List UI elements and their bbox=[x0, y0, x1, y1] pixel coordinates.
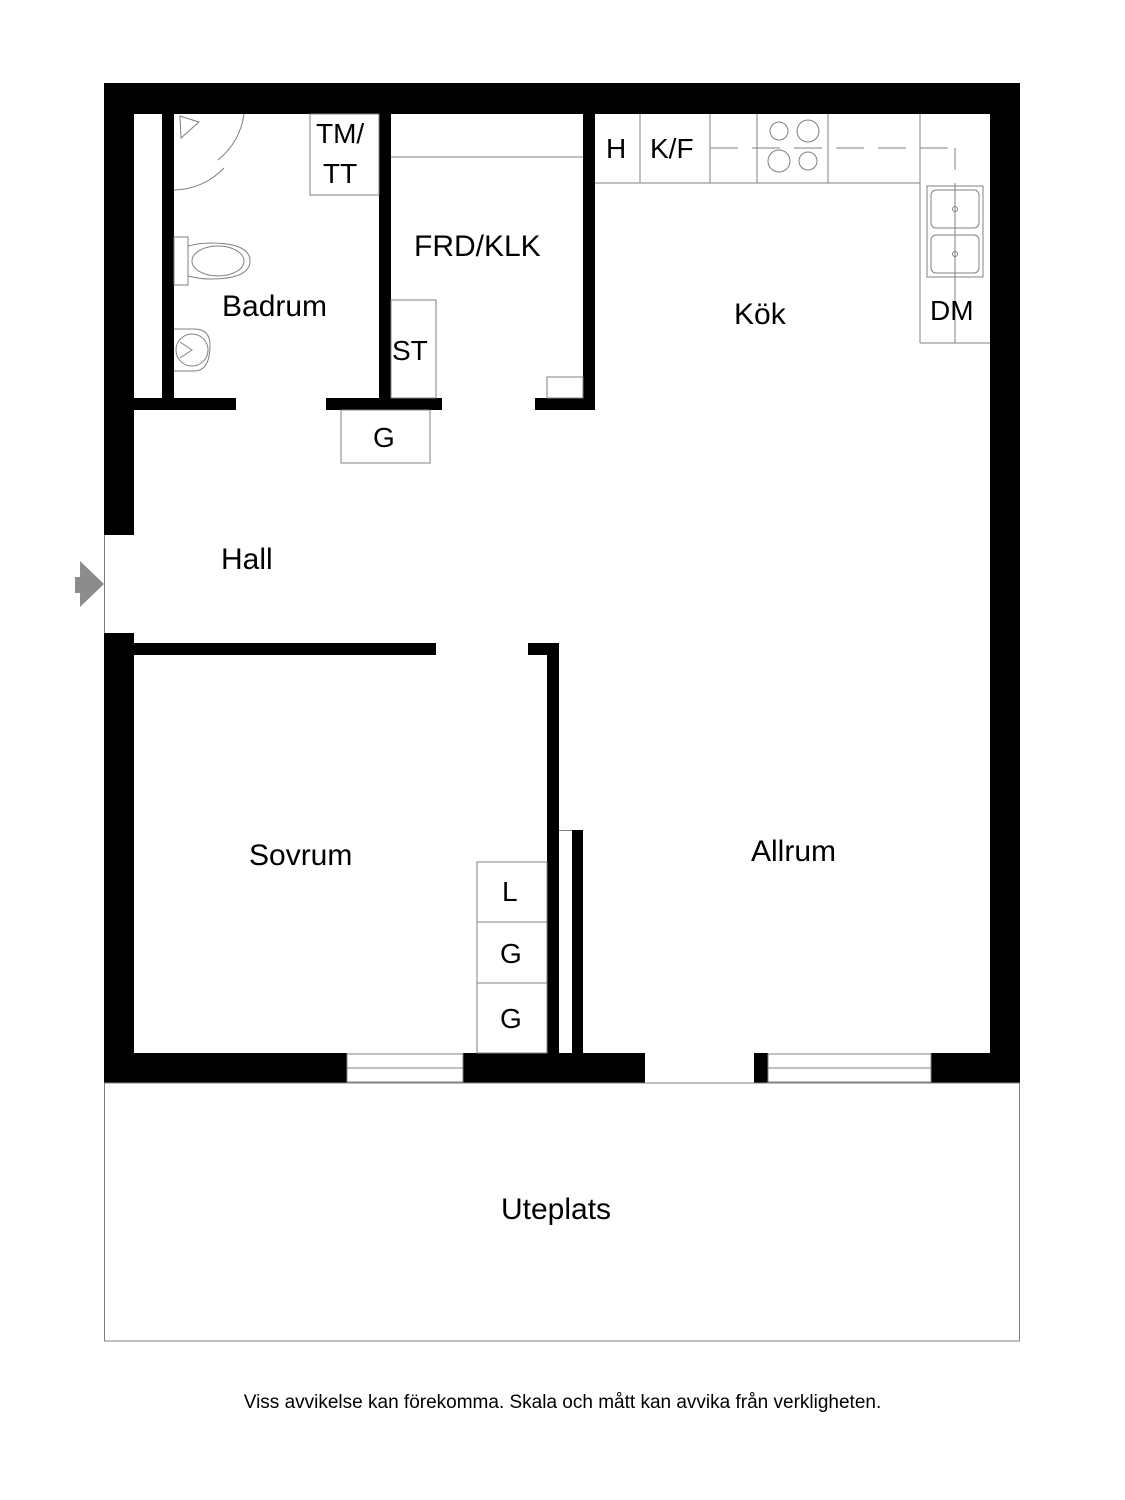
room-label-allrum: Allrum bbox=[751, 835, 837, 868]
room-label-uteplats: Uteplats bbox=[501, 1193, 612, 1226]
wall-sovrum-top bbox=[134, 643, 436, 655]
wall-frd-kitchen bbox=[583, 114, 595, 410]
room-label-sovrum: Sovrum bbox=[249, 839, 353, 872]
thin-lines bbox=[104, 113, 1020, 1342]
fixture-label-g-1: G bbox=[500, 938, 522, 969]
wall-bath-bottom bbox=[134, 398, 236, 410]
wall-right bbox=[990, 83, 1020, 1083]
room-label-badrum: Badrum bbox=[222, 290, 328, 323]
wall-bottom-mid bbox=[463, 1053, 645, 1083]
wall-left-upper bbox=[104, 83, 134, 535]
uteplats-outline bbox=[104, 1082, 1020, 1342]
entrance-arrow-icon bbox=[75, 561, 104, 607]
wall-sovrum-right bbox=[547, 643, 559, 1053]
wall-sovrum-right-2 bbox=[572, 830, 583, 1053]
wall-top bbox=[104, 83, 1020, 114]
wall-bottom-left bbox=[104, 1053, 347, 1083]
fixture-label-g-2: G bbox=[500, 1003, 522, 1034]
wall-bath-frd bbox=[379, 114, 391, 410]
walls bbox=[104, 83, 1020, 1083]
wall-bottom-right-jamb bbox=[754, 1053, 768, 1083]
wall-frd-bottom bbox=[326, 398, 442, 410]
room-label-frd-klk: FRD/KLK bbox=[414, 230, 541, 263]
fixture-label-g-hall: G bbox=[373, 422, 395, 453]
wall-bath-shaft bbox=[162, 114, 174, 410]
room-label-kok: Kök bbox=[734, 298, 786, 331]
fixture-label-l: L bbox=[502, 876, 518, 907]
wall-frd-kitchen-bottom bbox=[535, 398, 595, 410]
disclaimer-text: Viss avvikelse kan förekomma. Skala och … bbox=[243, 1392, 882, 1413]
fixture-label-dm: DM bbox=[930, 295, 974, 326]
wall-left-lower bbox=[104, 633, 134, 1083]
fixture-label-tm: TM/ bbox=[316, 118, 365, 149]
wall-bottom-right bbox=[931, 1053, 1020, 1083]
fixture-label-h: H bbox=[606, 133, 627, 164]
fixture-label-st: ST bbox=[392, 335, 428, 366]
fixture-label-kf: K/F bbox=[650, 133, 694, 164]
room-label-hall: Hall bbox=[221, 543, 273, 576]
fixture-label-tt: TT bbox=[323, 158, 358, 189]
